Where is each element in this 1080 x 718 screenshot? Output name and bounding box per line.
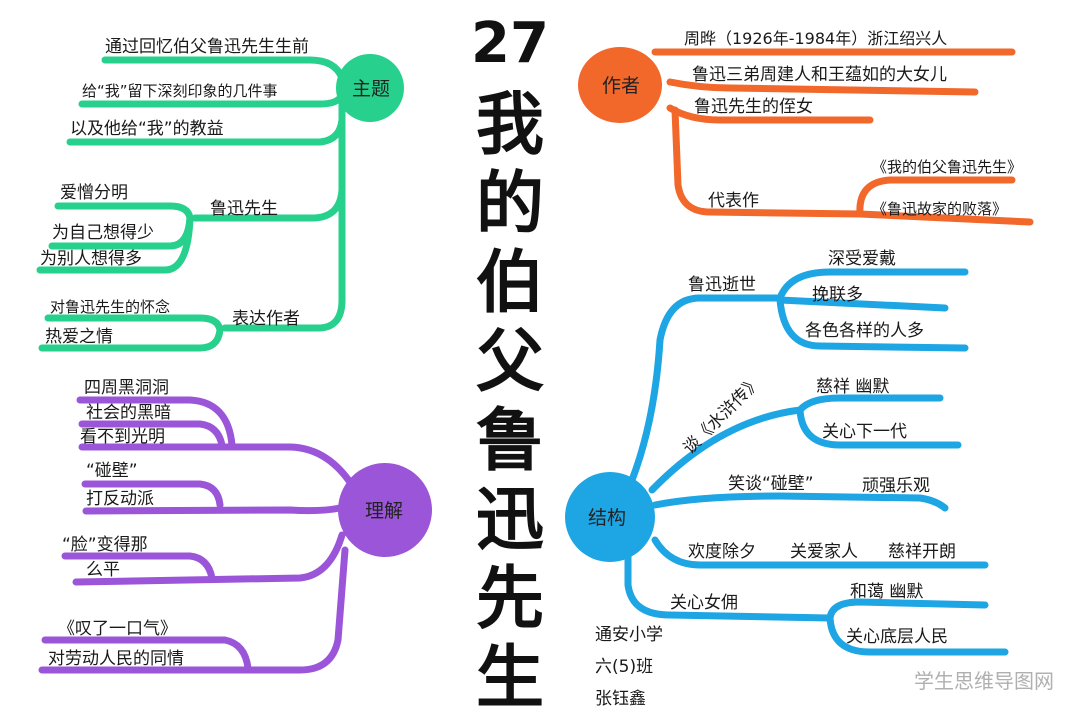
theme-hub-label: 主题 bbox=[352, 78, 390, 100]
theme-branch: 主题 通过回忆伯父鲁迅先生生前 给“我”留下深刻印象的几件事 以及他给“我”的教… bbox=[36, 37, 404, 352]
structure-item: 关爱家人 bbox=[790, 542, 858, 562]
structure-item: 慈祥 幽默 bbox=[816, 377, 889, 397]
author-branch: 作者 周晔（1926年-1984年）浙江绍兴人 鲁迅三弟周建人和王蕴如的大女儿 … bbox=[578, 29, 1034, 226]
structure-hub bbox=[565, 472, 655, 562]
student-name: 张钰鑫 bbox=[595, 689, 646, 709]
structure-item: 关心下一代 bbox=[822, 422, 907, 442]
title-char: 迅 bbox=[476, 481, 544, 560]
structure-item: 慈祥开朗 bbox=[888, 542, 956, 562]
title: 27 我 的 伯 父 鲁 迅 先 生 bbox=[471, 11, 549, 718]
theme-line: 通过回忆伯父鲁迅先生生前 bbox=[105, 37, 309, 57]
structure-item: 深受爱戴 bbox=[828, 249, 896, 269]
understanding-item: “碰壁” bbox=[86, 461, 138, 481]
theme-line: 给“我”留下深刻印象的几件事 bbox=[82, 82, 278, 100]
watermark: 学生思维导图网 bbox=[914, 669, 1054, 693]
title-char: 我 bbox=[476, 86, 544, 165]
lesson-number: 27 bbox=[471, 11, 549, 76]
structure-item: 和蔼 幽默 bbox=[850, 582, 923, 602]
title-char: 生 bbox=[476, 639, 544, 718]
signature: 通安小学 六(5)班 张钰鑫 bbox=[595, 625, 663, 709]
author-line: 鲁迅三弟周建人和王蕴如的大女儿 bbox=[692, 65, 947, 85]
understanding-item: 么平 bbox=[86, 560, 120, 580]
structure-branch-label: 笑谈“碰壁” bbox=[728, 474, 814, 494]
luxun-item: 为别人想得多 bbox=[40, 249, 142, 269]
understanding-item: 看不到光明 bbox=[80, 427, 165, 447]
structure-item: 关心底层人民 bbox=[846, 627, 948, 647]
express-item: 热爱之情 bbox=[45, 327, 113, 347]
class-name: 六(5)班 bbox=[595, 657, 653, 677]
theme-hub bbox=[336, 54, 404, 122]
understanding-item: 对劳动人民的同情 bbox=[48, 649, 184, 669]
title-char: 鲁 bbox=[476, 402, 544, 481]
school-name: 通安小学 bbox=[595, 625, 663, 645]
structure-branch-label: 关心女佣 bbox=[670, 593, 738, 613]
author-line: 周晔（1926年-1984年）浙江绍兴人 bbox=[684, 29, 947, 48]
author-hub bbox=[578, 47, 662, 123]
luxun-label: 鲁迅先生 bbox=[210, 199, 278, 219]
express-label: 表达作者 bbox=[232, 309, 300, 329]
author-hub-label: 作者 bbox=[602, 75, 640, 97]
works-label: 代表作 bbox=[708, 191, 759, 211]
work-item: 《鲁迅故家的败落》 bbox=[872, 200, 1007, 218]
author-line: 鲁迅先生的侄女 bbox=[694, 97, 813, 117]
title-char: 伯 bbox=[476, 244, 544, 323]
work-item: 《我的伯父鲁迅先生》 bbox=[872, 158, 1022, 176]
structure-branch-label: 欢度除夕 bbox=[688, 542, 756, 562]
understanding-item: 四周黑洞洞 bbox=[84, 378, 169, 398]
structure-item: 挽联多 bbox=[812, 285, 863, 305]
title-char: 的 bbox=[476, 165, 544, 244]
title-char: 先 bbox=[476, 560, 544, 639]
structure-branch-label: 谈《水浒传》 bbox=[679, 372, 765, 458]
understanding-item: 《叹了一口气》 bbox=[58, 619, 177, 639]
understanding-item: 社会的黑暗 bbox=[86, 403, 171, 423]
luxun-item: 为自己想得少 bbox=[52, 223, 154, 243]
title-char: 父 bbox=[476, 323, 544, 402]
luxun-item: 爱憎分明 bbox=[60, 183, 128, 203]
understanding-hub bbox=[338, 463, 432, 557]
structure-branch-label: 鲁迅逝世 bbox=[688, 275, 756, 295]
structure-item: 各色各样的人多 bbox=[805, 321, 924, 341]
understanding-branch: 理解 四周黑洞洞 社会的黑暗 看不到光明 “碰壁” 打反动派 “脸”变得那 么平… bbox=[38, 378, 432, 674]
structure-branch: 结构 鲁迅逝世 深受爱戴 挽联多 各色各样的人多 谈《水浒传》 慈祥 幽默 关心… bbox=[565, 249, 1009, 656]
express-item: 对鲁迅先生的怀念 bbox=[50, 298, 170, 316]
structure-item: 顽强乐观 bbox=[862, 476, 930, 496]
theme-line: 以及他给“我”的教益 bbox=[70, 119, 224, 139]
understanding-hub-label: 理解 bbox=[365, 500, 403, 522]
understanding-item: “脸”变得那 bbox=[62, 535, 148, 555]
structure-hub-label: 结构 bbox=[588, 507, 626, 529]
understanding-item: 打反动派 bbox=[86, 489, 154, 509]
